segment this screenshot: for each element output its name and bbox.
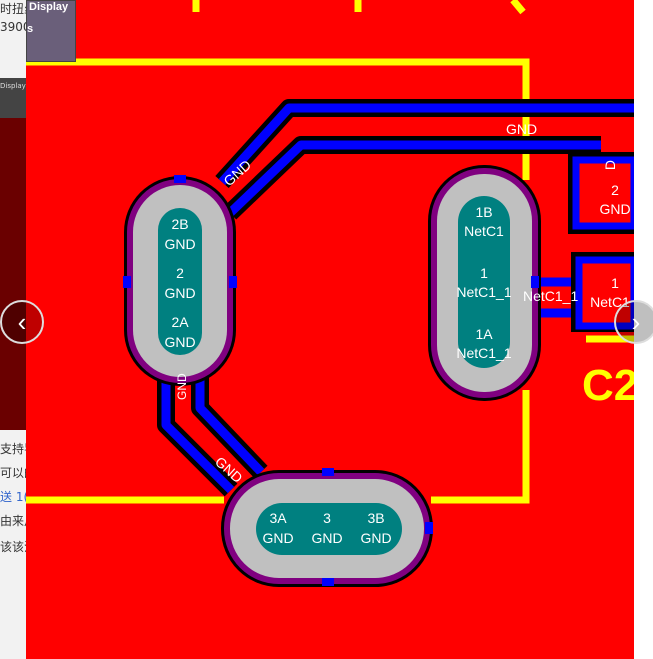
next-arrow-button[interactable]: › xyxy=(614,300,653,344)
pad-label: NetC1_1 xyxy=(456,345,511,361)
pad-3-labels: 3A 3 3B GND GND GND xyxy=(262,510,391,546)
pad-label: GND xyxy=(599,201,630,217)
bg-text-row: 可以的 xyxy=(0,466,26,480)
display-popup-text: s xyxy=(27,23,34,35)
previous-arrow-button[interactable]: ‹ xyxy=(0,300,44,344)
pad-label: GND xyxy=(164,285,195,301)
bg-text-row: 3900s xyxy=(0,20,26,34)
bg-thumbnail xyxy=(0,118,26,430)
pad-label: 2A xyxy=(171,314,189,330)
pad-label: GND xyxy=(262,530,293,546)
pad-1-labels: 1B NetC1 1 NetC1_1 1A NetC1_1 xyxy=(456,204,511,361)
pad-label: 2B xyxy=(171,216,188,232)
pad-label: 1 xyxy=(611,275,619,291)
pad-3[interactable] xyxy=(221,468,433,587)
pad-label: GND xyxy=(164,236,195,252)
pad-2[interactable] xyxy=(123,175,237,386)
pad-label: GND xyxy=(164,334,195,350)
bg-text-row: 送 1( xyxy=(0,490,26,504)
bg-text-row: 该该注 xyxy=(0,540,26,554)
pcb-board-view[interactable]: C2 GND GND GND GND NetC1_1 2B GND 2 GND … xyxy=(26,0,634,659)
net-label-gnd: GND xyxy=(175,373,189,400)
pad-2-labels: 2B GND 2 GND 2A GND xyxy=(164,216,195,350)
bg-text-row: 时扭丝( xyxy=(0,2,26,16)
net-label-gnd: GND xyxy=(506,121,537,137)
pad-label: NetC1_1 xyxy=(456,284,511,300)
pad-label: D xyxy=(602,160,618,170)
chevron-right-icon: › xyxy=(631,307,641,337)
pad-label: NetC1 xyxy=(464,223,504,239)
pad-label: 2 xyxy=(176,265,184,281)
bg-text-row: Display xyxy=(0,82,26,90)
net-label-netc1-1: NetC1_1 xyxy=(523,288,578,304)
pad-label: GND xyxy=(360,530,391,546)
pad-label: 3B xyxy=(367,510,384,526)
pad-label: 1B xyxy=(475,204,492,220)
component-c2-body[interactable] xyxy=(568,152,634,332)
display-popup[interactable]: Display s xyxy=(26,0,76,62)
pad-label: 2 xyxy=(611,182,619,198)
pad-label: 3A xyxy=(269,510,287,526)
bg-thumbnail xyxy=(0,78,26,118)
pad-1[interactable] xyxy=(428,165,541,401)
pad-label: GND xyxy=(311,530,342,546)
designator-c2: C2 xyxy=(582,361,634,410)
pad-label: 3 xyxy=(323,510,331,526)
component-c2-labels: D 2 GND 1 NetC1 xyxy=(590,160,630,310)
bg-text-row: 由来片 xyxy=(0,514,26,528)
pad-label: 1 xyxy=(480,265,488,281)
silkscreen-lines xyxy=(26,0,634,504)
pad-label: 1A xyxy=(475,326,493,342)
display-popup-title: Display xyxy=(29,1,69,13)
bg-text-row: 支持导 xyxy=(0,442,26,456)
chevron-left-icon: ‹ xyxy=(17,307,27,337)
